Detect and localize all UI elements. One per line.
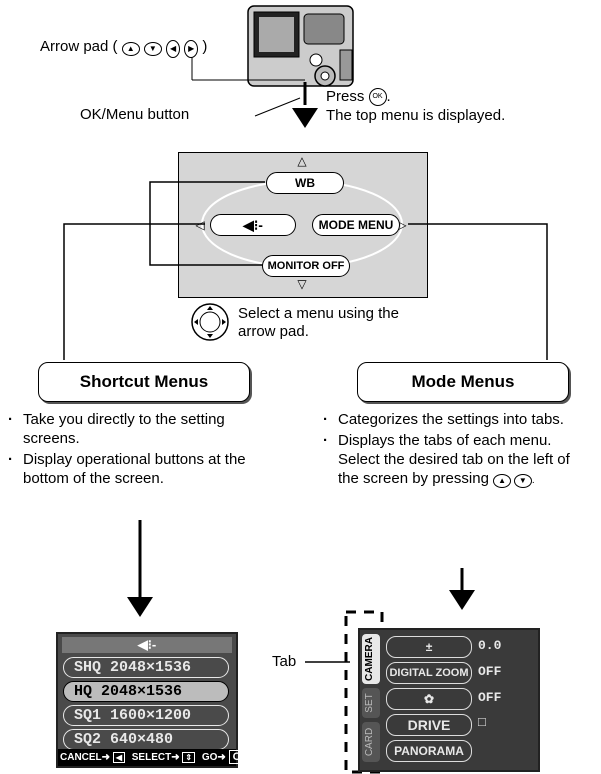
menu-row-exposure[interactable]: ± [386,636,472,658]
top-menu-text: The top menu is displayed. [326,107,506,124]
mode-lcd-screen: CAMERA SET CARD ± 0.0 DIGITAL ZOOM OFF ✿… [358,628,540,772]
menu-value-macro: OFF [478,690,502,705]
arrow-left-icon: ◀ [166,40,181,58]
menu-row-macro[interactable]: ✿ [386,688,472,710]
updown-arrow-icons: ▲ ▼. [493,474,535,488]
menu-row-panorama[interactable]: PANORAMA [386,740,472,762]
arrow-pad-label: Arrow pad ( ▲ ▼ ◀ ▶ ) [40,38,207,58]
menu-value-drive: □ [478,715,486,730]
pointer-lines [191,57,318,128]
arrow-pad-icon [191,303,229,341]
ok-menu-label: OK/Menu button [80,106,190,123]
arrow-up-icon: ▲ [121,42,140,56]
shortcut-bullet-1: Take you directly to the setting screens… [5,410,265,448]
menu-row-digital-zoom[interactable]: DIGITAL ZOOM [386,662,472,684]
menu-row-drive[interactable]: DRIVE [386,714,472,736]
select-label: SELECT➜ [131,752,180,763]
camera-illustration [247,5,354,87]
svg-text:▽: ▽ [297,277,307,291]
tab-camera[interactable]: CAMERA [362,634,380,684]
shortcut-lcd-screen: ◀⁝- SHQ 2048×1536 HQ 2048×1536 SQ1 1600×… [56,632,254,768]
mode-bullet-2: Displays the tabs of each menu. Select t… [320,431,590,490]
menu-value-exposure: 0.0 [478,638,502,653]
cancel-label: CANCEL➜ [60,752,111,763]
lcd-title-bar: ◀⁝- [62,637,232,653]
press-text: Press OK. [326,88,391,107]
lcd-row-hq[interactable]: HQ 2048×1536 [63,681,229,702]
shortcut-menu-button[interactable]: ◀⁝- [210,214,296,236]
tab-card[interactable]: CARD [362,722,380,762]
select-menu-text: Select a menu using the arrow pad. [238,305,399,340]
arrow-down-icon: ▼ [143,42,162,56]
svg-text:◁: ◁ [195,218,205,232]
arrow-right-icon: ▶ [184,40,199,58]
svg-text:△: △ [297,154,307,168]
svg-text:▷: ▷ [397,218,407,232]
mode-menus-header: Mode Menus [357,362,569,402]
mode-bullets: Categorizes the settings into tabs. Disp… [320,410,590,492]
mode-menu-button[interactable]: MODE MENU [312,214,400,236]
monitor-off-button[interactable]: MONITOR OFF [262,255,350,277]
mode-bullet-1: Categorizes the settings into tabs. [320,410,590,429]
shortcut-bullet-2: Display operational buttons at the botto… [5,450,265,488]
go-label: GO➜ [201,752,226,763]
shortcut-bullets: Take you directly to the setting screens… [5,410,265,490]
lcd-row-sq1[interactable]: SQ1 1600×1200 [63,705,229,726]
lcd-footer: CANCEL➜ ◀ SELECT➜ ⇕ GO➜ OK [58,749,254,766]
ok-button-icon: OK [368,88,387,107]
updown-key-icon: ⇕ [182,752,196,763]
left-key-icon: ◀ [112,752,125,763]
lcd-row-shq[interactable]: SHQ 2048×1536 [63,657,229,678]
tab-label: Tab [272,653,297,670]
menu-value-digital-zoom: OFF [478,664,502,679]
ok-key: OK [228,750,254,764]
shortcut-menus-header: Shortcut Menus [38,362,250,402]
tab-set[interactable]: SET [362,688,380,718]
wb-menu-button[interactable]: WB [266,172,344,194]
